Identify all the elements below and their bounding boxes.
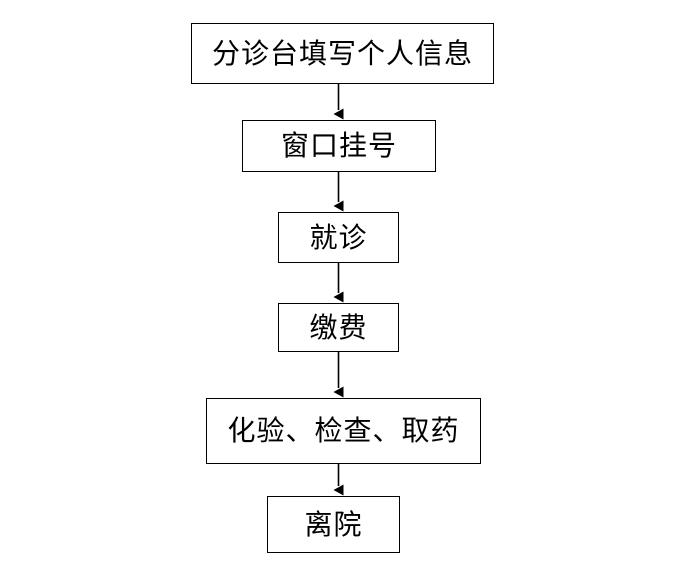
flow-node-leave-hospital[interactable]: 离院 [267,496,400,553]
flow-node-label: 离院 [304,507,363,541]
flow-node-window-registration[interactable]: 窗口挂号 [242,120,436,172]
flow-node-label: 就诊 [309,220,368,254]
flow-node-lab-exam-medicine[interactable]: 化验、检查、取药 [206,398,481,464]
flow-node-consultation[interactable]: 就诊 [278,212,399,263]
flow-node-payment[interactable]: 缴费 [278,303,399,352]
flow-node-label: 缴费 [309,310,368,344]
flow-node-label: 化验、检查、取药 [227,414,460,447]
flow-node-label: 分诊台填写个人信息 [211,36,473,70]
flow-node-triage-personal-info[interactable]: 分诊台填写个人信息 [191,23,494,84]
flow-node-label: 窗口挂号 [280,129,397,162]
